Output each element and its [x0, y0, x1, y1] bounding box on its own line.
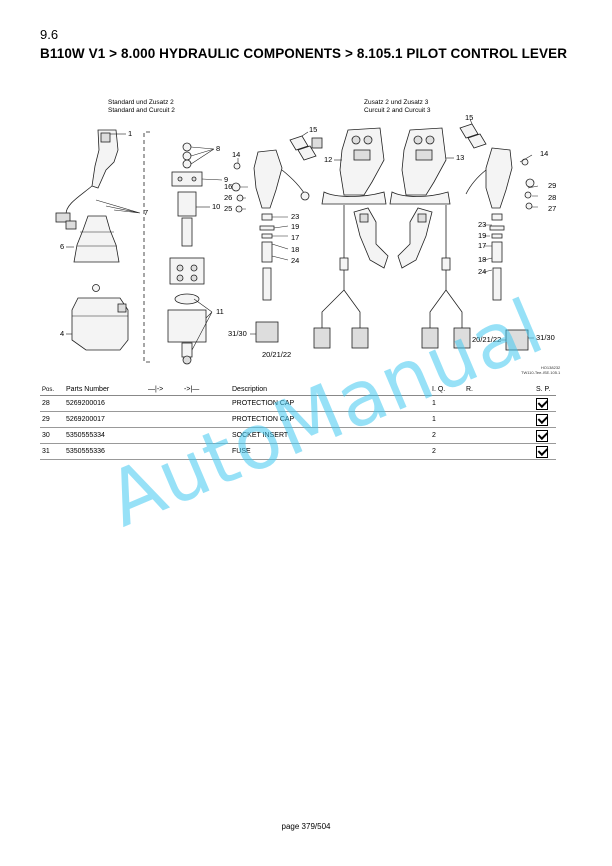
callout-23-right: 23 [478, 220, 487, 229]
callout-28: 28 [548, 193, 557, 202]
select-checkbox[interactable] [536, 429, 548, 442]
callout-31-30-right: 31/30 [536, 333, 555, 342]
section-number: 9.6 [40, 27, 59, 42]
callout-18-left: 18 [291, 245, 300, 254]
callout-9: 9 [224, 175, 229, 184]
row-description: PROTECTION CAP [230, 395, 430, 412]
row-part-number: 5350555336 [64, 443, 146, 460]
callout-14-right: 14 [540, 149, 549, 158]
callout-6: 6 [60, 242, 65, 251]
table-row: 29 5269200017 PROTECTION CAP 1 [40, 411, 556, 428]
callout-31-30-left: 31/30 [228, 329, 247, 338]
table-row: 28 5269200016 PROTECTION CAP 1 [40, 395, 556, 412]
callout-1: 1 [128, 129, 133, 138]
drawing-caption-right-de: Zusatz 2 und Zusatz 3 [364, 99, 429, 106]
drawing-caption-left-de: Standard und Zusatz 2 [108, 99, 174, 106]
header-description: Description [230, 384, 430, 396]
callout-29: 29 [548, 181, 557, 190]
callout-17-left: 17 [291, 233, 300, 242]
drawing-caption-left-en: Standard and Curcuit 2 [108, 107, 175, 114]
callout-18-right: 18 [478, 255, 487, 264]
header-pos: Pos. [40, 384, 64, 396]
callout-27: 27 [548, 204, 557, 213]
callout-26: 26 [224, 193, 233, 202]
callout-19-left: 19 [291, 222, 300, 231]
parts-table: Pos. Parts Number —|-> ->|— Description … [40, 384, 556, 460]
callout-14-left: 14 [232, 150, 241, 159]
header-sp: S. P. [534, 384, 556, 396]
row-part-number: 5269200017 [64, 411, 146, 428]
table-row: 30 5350555334 SOCKET INSERT 2 [40, 427, 556, 444]
page-title: B110W V1 > 8.000 HYDRAULIC COMPONENTS > … [40, 46, 568, 61]
row-description: SOCKET INSERT [230, 427, 430, 444]
row-part-number: 5269200016 [64, 395, 146, 412]
row-description: FUSE [230, 443, 430, 460]
row-pos: 29 [40, 411, 64, 428]
callout-19-right: 19 [478, 231, 487, 240]
page-number: page 379/504 [281, 822, 331, 831]
row-description: PROTECTION CAP [230, 411, 430, 428]
callout-4: 4 [60, 329, 65, 338]
callout-16: 16 [224, 182, 233, 191]
row-qty: 1 [430, 395, 464, 412]
drawing-ref-code: HO138232 [540, 365, 561, 370]
callout-10: 10 [212, 202, 221, 211]
drawing-caption-right-en: Curcuit 2 and Curcuit 3 [364, 107, 431, 114]
callout-23-left: 23 [291, 212, 300, 221]
row-qty: 1 [430, 411, 464, 428]
table-row: 31 5350555336 FUSE 2 [40, 443, 556, 460]
header-from: —|-> [146, 384, 182, 396]
header-part-number: Parts Number [64, 384, 146, 396]
row-qty: 2 [430, 443, 464, 460]
row-pos: 31 [40, 443, 64, 460]
callout-7: 7 [144, 208, 149, 217]
callout-24-left: 24 [291, 256, 300, 265]
callout-20-21-22-right: 20/21/22 [472, 335, 502, 344]
callout-12: 12 [324, 155, 333, 164]
exploded-parts-drawing [55, 118, 539, 365]
drawing-ref-file: TW110-Tee-ISE.105.1 [521, 370, 561, 375]
callout-15-left: 15 [309, 125, 318, 134]
callout-13: 13 [456, 153, 465, 162]
callout-25: 25 [224, 204, 233, 213]
callout-17-right: 17 [478, 241, 487, 250]
table-header-row: Pos. Parts Number —|-> ->|— Description … [40, 384, 556, 396]
header-iq: I. Q. [430, 384, 464, 396]
header-r: R. [464, 384, 534, 396]
row-pos: 30 [40, 427, 64, 444]
callout-20-21-22-left: 20/21/22 [262, 350, 292, 359]
select-checkbox[interactable] [536, 397, 548, 410]
select-checkbox[interactable] [536, 445, 548, 458]
row-pos: 28 [40, 395, 64, 412]
row-part-number: 5350555334 [64, 427, 146, 444]
select-checkbox[interactable] [536, 413, 548, 426]
callout-8: 8 [216, 144, 221, 153]
header-to: ->|— [182, 384, 230, 396]
callout-15-right: 15 [465, 113, 474, 122]
callout-24-right: 24 [478, 267, 487, 276]
row-qty: 2 [430, 427, 464, 444]
callout-11: 11 [216, 307, 224, 316]
